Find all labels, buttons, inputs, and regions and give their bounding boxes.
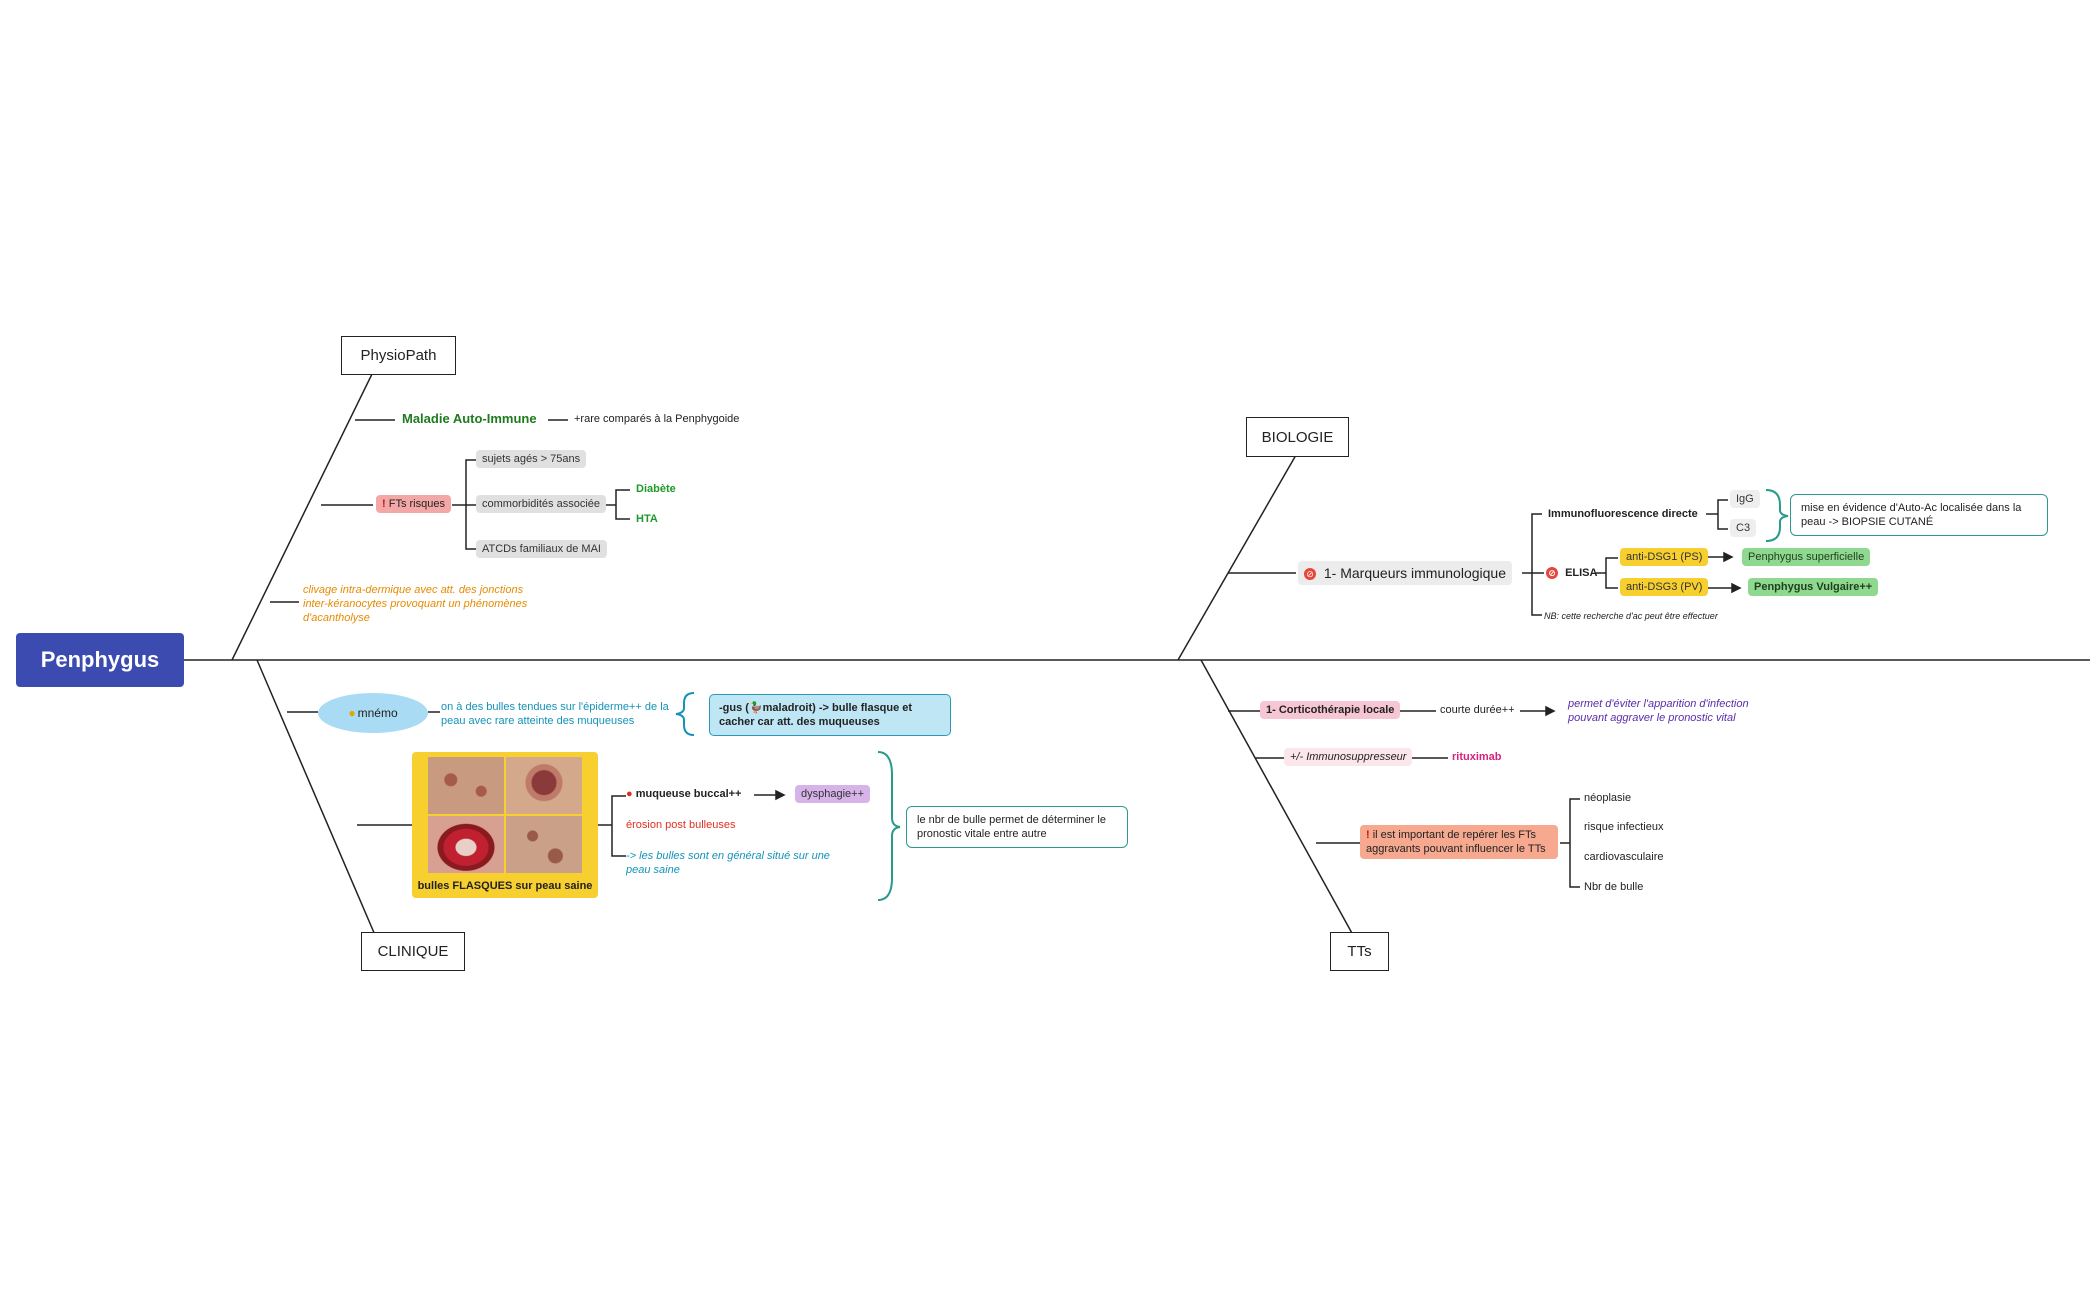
category-clinique[interactable]: CLINIQUE (361, 932, 465, 971)
mnemo-box[interactable]: -gus (🦆maladroit) -> bulle flasque et ca… (709, 694, 951, 736)
cortico-duree[interactable]: courte durée++ (1440, 704, 1515, 716)
stop-icon: ⊘ (1304, 568, 1316, 581)
comorb-hta[interactable]: HTA (636, 513, 658, 525)
clivage-note[interactable]: clivage intra-dermique avec att. des jon… (303, 584, 528, 624)
anti-dsg1-node[interactable]: anti-DSG1 (PS) (1620, 548, 1709, 566)
fts-item-comorbidites[interactable]: commorbidités associée (476, 495, 606, 513)
marqueurs-label: 1- Marqueurs immunologique (1323, 565, 1506, 581)
pin-icon: ● (626, 788, 633, 800)
clinical-photo-grid (428, 757, 582, 873)
erosion-node[interactable]: érosion post bulleuses (626, 819, 736, 831)
ifd-c3[interactable]: C3 (1730, 519, 1757, 537)
important-item-nbr-bulle[interactable]: Nbr de bulle (1584, 881, 1644, 893)
important-item-infectieux[interactable]: risque infectieux (1584, 821, 1664, 833)
important-node[interactable]: ! il est important de repérer les FTs ag… (1360, 825, 1558, 859)
maladie-note: +rare comparés à la Penphygoide (574, 413, 740, 425)
root-topic[interactable]: Penphygus (16, 633, 184, 687)
category-physiopath[interactable]: PhysioPath (341, 336, 456, 375)
mnemo-text[interactable]: on à des bulles tendues sur l'épiderme++… (441, 701, 669, 727)
clinical-image-card[interactable]: bulles FLASQUES sur peau saine (412, 752, 598, 898)
pronostic-note[interactable]: le nbr de bulle permet de déterminer le … (906, 806, 1128, 848)
ps-result-node[interactable]: Penphygus superficielle (1742, 548, 1871, 566)
clinical-image-caption: bulles FLASQUES sur peau saine (417, 880, 593, 892)
cortico-note[interactable]: permet d'éviter l'apparition d'infection… (1568, 698, 1749, 724)
pv-result-node[interactable]: Penphygus Vulgaire++ (1748, 578, 1879, 596)
immuno-node[interactable]: +/- Immunosuppresseur (1284, 748, 1413, 766)
exclamation-icon: ! (382, 498, 386, 510)
photo-skin-erosion (506, 757, 582, 814)
mnemo-node[interactable]: ● mnémo (318, 693, 428, 733)
dysphagie-node[interactable]: dysphagie++ (795, 785, 870, 803)
photo-back-lesions (428, 757, 504, 814)
fts-item-age[interactable]: sujets agés > 75ans (476, 450, 587, 468)
fts-risques-node[interactable]: ! FTs risques (376, 495, 451, 513)
mnemo-label: mnémo (357, 706, 398, 720)
lightbulb-icon: ● (348, 706, 356, 720)
important-item-cardio[interactable]: cardiovasculaire (1584, 851, 1664, 863)
important-label: il est important de repérer les FTs aggr… (1366, 829, 1546, 855)
marqueurs-node[interactable]: ⊘ 1- Marqueurs immunologique (1298, 561, 1512, 585)
important-item-neoplasie[interactable]: néoplasie (1584, 792, 1632, 804)
muqueuse-node[interactable]: ● muqueuse buccal++ (626, 788, 741, 800)
stop-icon: ⊘ (1546, 567, 1558, 580)
category-tts[interactable]: TTs (1330, 932, 1389, 971)
photo-trunk-bullae (506, 816, 582, 873)
fts-item-atcds[interactable]: ATCDs familiaux de MAI (476, 540, 607, 558)
muqueuse-label: muqueuse buccal++ (635, 788, 742, 800)
photo-oral-mucosa (428, 816, 504, 873)
comorb-diabete[interactable]: Diabète (636, 483, 676, 495)
elisa-node[interactable]: ⊘ ELISA (1546, 567, 1598, 580)
exclamation-icon: ! (1366, 829, 1370, 841)
cortico-node[interactable]: 1- Corticothérapie locale (1260, 701, 1401, 719)
ifd-node[interactable]: Immunofluorescence directe (1548, 508, 1698, 520)
maladie-auto-immune[interactable]: Maladie Auto-Immune (402, 411, 537, 426)
bulles-situees-note[interactable]: -> les bulles sont en général situé sur … (626, 850, 830, 876)
fts-risques-label: FTs risques (388, 498, 445, 510)
elisa-label: ELISA (1565, 567, 1598, 579)
category-biologie[interactable]: BIOLOGIE (1246, 417, 1349, 457)
rituximab-node[interactable]: rituximab (1452, 751, 1502, 763)
ifd-note[interactable]: mise en évidence d'Auto-Ac localisée dan… (1790, 494, 2048, 536)
ifd-igg[interactable]: IgG (1730, 490, 1760, 508)
anti-dsg3-node[interactable]: anti-DSG3 (PV) (1620, 578, 1709, 596)
nb-note: NB: cette recherche d'ac peut être effec… (1544, 611, 1718, 621)
